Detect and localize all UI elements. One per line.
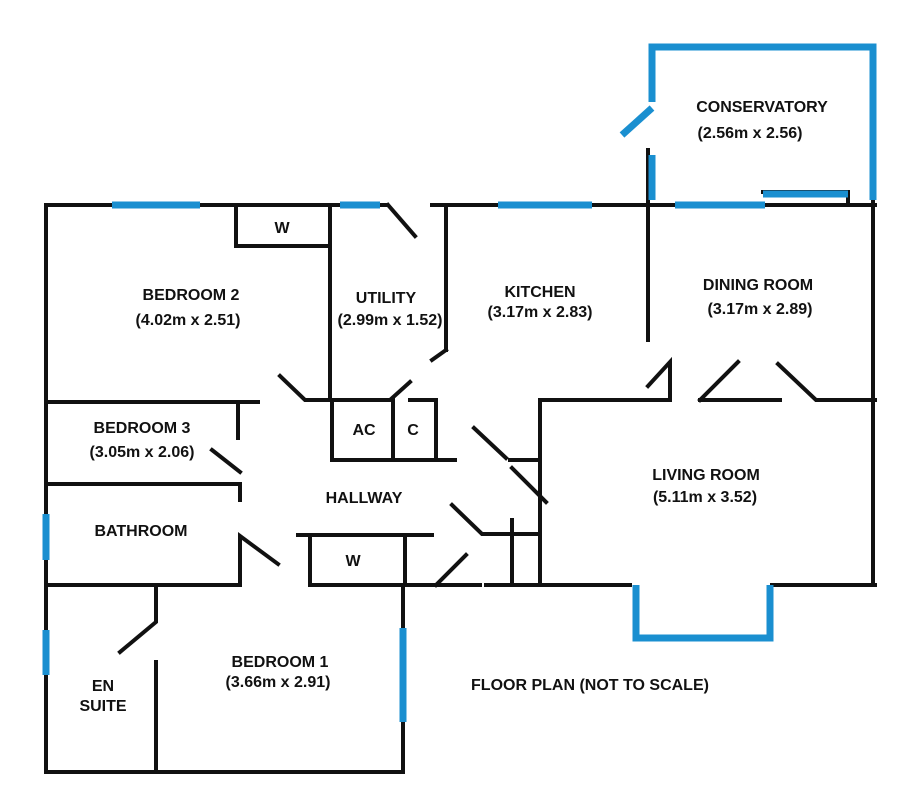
floor-plan-caption: FLOOR PLAN (NOT TO SCALE) (471, 677, 709, 694)
bedroom3-name: BEDROOM 3 (94, 420, 191, 437)
room-labels: CONSERVATORY (2.56m x 2.56) W BEDROOM 2 … (79, 99, 828, 715)
ensuite-name-line2: SUITE (79, 698, 126, 715)
kitchen-name: KITCHEN (504, 284, 575, 301)
bedroom1-size: (3.66m x 2.91) (226, 674, 331, 691)
ensuite-name-line1: EN (92, 678, 114, 695)
bedroom2-size: (4.02m x 2.51) (136, 312, 241, 329)
living-name: LIVING ROOM (652, 467, 760, 484)
bedroom2-name: BEDROOM 2 (143, 287, 240, 304)
wardrobe-hall-label: W (345, 553, 361, 570)
walls (44, 148, 877, 774)
bathroom-name: BATHROOM (94, 523, 187, 540)
utility-name: UTILITY (356, 290, 417, 307)
bedroom3-size: (3.05m x 2.06) (90, 444, 195, 461)
dining-size: (3.17m x 2.89) (708, 301, 813, 318)
hallway-name: HALLWAY (326, 490, 403, 507)
c-cupboard-label: C (407, 422, 419, 439)
windows (42, 43, 877, 722)
kitchen-size: (3.17m x 2.83) (488, 304, 593, 321)
conservatory-name: CONSERVATORY (696, 99, 828, 116)
utility-size: (2.99m x 1.52) (338, 312, 443, 329)
conservatory-size: (2.56m x 2.56) (698, 125, 803, 142)
ac-cupboard-label: AC (352, 422, 376, 439)
wardrobe-bed2-label: W (274, 220, 290, 237)
dining-name: DINING ROOM (703, 277, 813, 294)
bedroom1-name: BEDROOM 1 (232, 654, 329, 671)
living-size: (5.11m x 3.52) (653, 489, 757, 506)
